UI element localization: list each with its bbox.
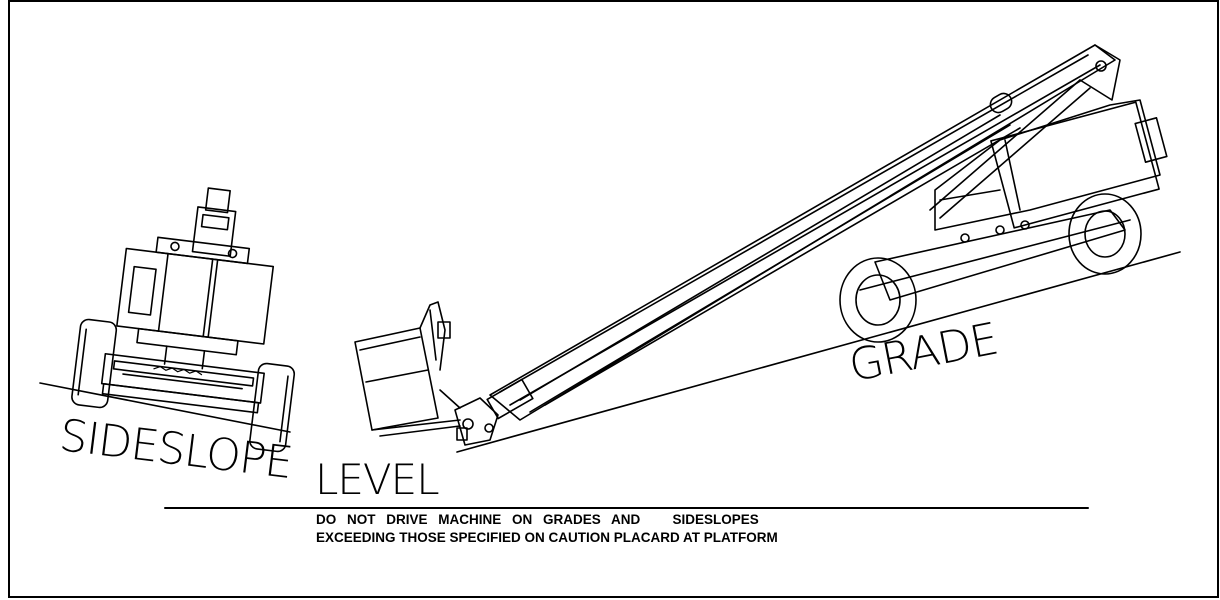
level-label: LEVEL [315, 455, 440, 504]
turntable [934, 99, 1168, 243]
grade-machine [354, 44, 1168, 446]
platform-basket [354, 301, 461, 437]
grade-ground-line [456, 251, 1181, 453]
diagram-frame [8, 0, 1219, 598]
chassis [859, 209, 1131, 301]
sideslope-machine [71, 187, 296, 453]
wheels [839, 193, 1142, 343]
platform-rotator [454, 397, 499, 446]
sideslope-ground-line [39, 382, 291, 433]
boom [486, 44, 1121, 421]
caution-text-line-2: EXCEEDING THOSE SPECIFIED ON CAUTION PLA… [316, 530, 778, 545]
caution-text-line-1: DO NOT DRIVE MACHINE ON GRADES AND SIDES… [316, 512, 759, 527]
